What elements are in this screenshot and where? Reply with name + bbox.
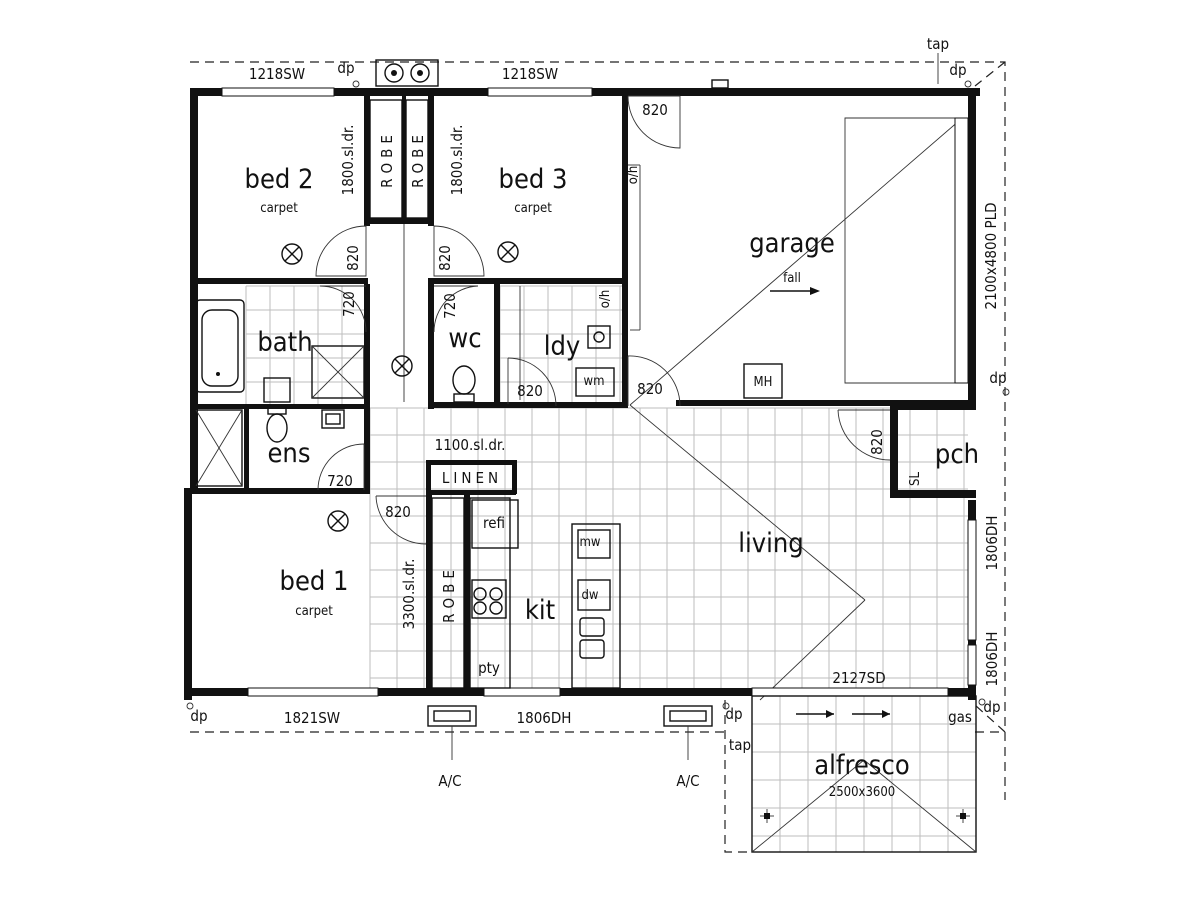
door-size: 720 [340,291,358,317]
fixtures [195,59,729,659]
garage-hip-lines [628,117,961,701]
room-size: 2500x3600 [829,785,895,800]
microwave-label: mw [580,535,601,550]
ac-label: A/C [676,772,699,790]
door-size: 820 [868,429,886,455]
linen-label: LINEN [442,469,502,487]
window-size: 1218SW [502,65,558,83]
room-name: living [738,528,803,559]
wardrobe-door: 3300.sl.dr. [400,559,418,630]
door-size: 820 [385,503,411,521]
room-name: bed 3 [499,164,568,195]
downpipe-label: dp [983,698,1000,716]
overhead-label: o/h [626,166,641,185]
downpipe-label: dp [949,61,966,79]
overhead-label: o/h [598,290,613,309]
robe-label: ROBE [409,130,427,188]
arrow-right-icon [796,710,834,718]
appliance-labels: mw dw refi pty wm MH o/h o/h SL [478,166,923,677]
door-size: 820 [642,101,668,119]
window-size: 1806DH [983,516,1001,571]
door-size: 720 [327,472,353,490]
robe-label: ROBE [440,565,458,623]
tap-label: tap [927,35,949,53]
tile-grid-bath [245,285,364,404]
room-labels: bed 2 carpet bed 3 carpet garage fall ba… [245,164,980,800]
ac-units [427,705,713,760]
window-size: 1218SW [249,65,305,83]
garage-door-size: 2100x4800 PLD [982,203,1000,310]
roof-outline [190,61,1006,800]
dishwasher-label: dw [582,588,599,603]
post-icon [956,809,970,823]
light-icon [327,510,349,532]
ac-label: A/C [438,772,461,790]
alfresco-slab [724,695,977,853]
post-icon [760,809,774,823]
fridge-label: refi [483,514,505,532]
arrow-right-icon [852,710,890,718]
room-name: garage [749,228,835,259]
services-labels: dp dp tap dp dp dp tap gas dp A/C A/C [186,35,1010,790]
door-size: 820 [517,382,543,400]
room-name: ens [267,438,310,469]
window-size: 1806DH [517,709,572,727]
window-size: 2127SD [832,669,885,687]
wardrobe-door: 1100.sl.dr. [435,436,506,454]
robe-label: ROBE [378,130,396,188]
room-finish: carpet [260,201,298,216]
room-name: kit [525,595,555,626]
washer-label: wm [584,374,605,389]
room-name: bed 1 [280,566,349,597]
room-finish: carpet [514,201,552,216]
door-size: 820 [637,380,663,398]
sidelight-label: SL [908,472,923,486]
tap-label: tap [729,736,751,754]
room-name: ldy [544,331,581,362]
wardrobe-door: 1800.sl.dr. [448,125,466,196]
room-name: alfresco [814,750,909,781]
wardrobe-door: 1800.sl.dr. [339,125,357,196]
pantry-label: pty [478,659,500,677]
light-icon [497,241,519,263]
room-name: wc [448,323,481,354]
door-size-labels: 820 820 820 720 720 820 820 720 820 820 [327,101,886,521]
room-name: bath [257,327,312,358]
room-finish: carpet [295,604,333,619]
arrow-right-icon [770,287,820,295]
storage-labels: ROBE ROBE ROBE LINEN 1800.sl.dr. 1800.sl… [339,125,505,630]
room-name: bed 2 [245,164,314,195]
downpipe-label: dp [725,705,742,723]
door-size: 820 [436,245,454,271]
window-size: 1821SW [284,709,340,727]
door-swings [315,95,891,545]
window-openings [221,87,977,697]
gas-label: gas [948,708,972,726]
light-fittings [281,241,519,532]
light-icon [281,243,303,265]
room-name: pch [935,439,979,470]
window-size: 1806DH [983,632,1001,687]
downpipe-label: dp [190,707,207,725]
downpipe-label: dp [337,59,354,77]
light-icon [391,355,413,377]
room-note: fall [783,271,801,286]
joinery [369,99,783,689]
tile-grid-living [369,407,968,688]
window-labels: 1218SW 1218SW 1821SW 1806DH 2127SD 1806D… [249,65,1001,727]
door-size: 820 [344,245,362,271]
door-size: 720 [441,293,459,319]
manhole-label: MH [754,375,773,390]
downpipe-label: dp [989,369,1006,387]
